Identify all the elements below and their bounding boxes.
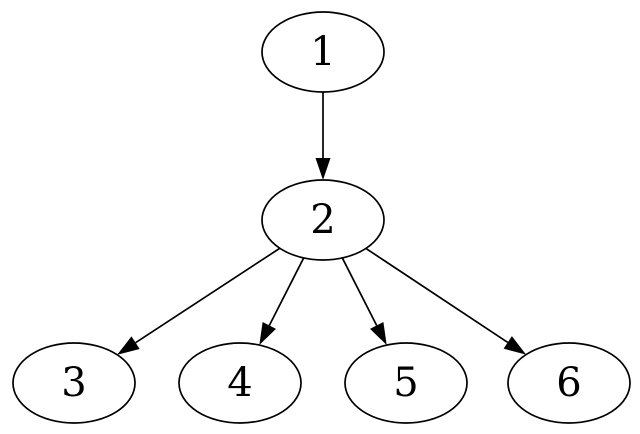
node-ellipse [12, 342, 136, 424]
node-label: 5 [393, 360, 418, 406]
edge-line [268, 257, 305, 326]
graph-node-6: 6 [507, 342, 631, 424]
node-label: 3 [61, 360, 86, 406]
node-ellipse [178, 342, 302, 424]
graph-node-5: 5 [344, 342, 468, 424]
graph-node-1: 1 [261, 11, 385, 93]
node-ellipse [507, 342, 631, 424]
node-label: 4 [227, 360, 252, 406]
edge-2-to-6 [365, 247, 527, 355]
edge-arrowhead-icon [370, 322, 387, 346]
edge-arrowhead-icon [259, 322, 276, 346]
edge-line [135, 247, 281, 344]
edge-line [365, 247, 509, 344]
node-label: 6 [556, 360, 581, 406]
edge-arrowhead-icon [503, 336, 527, 355]
edge-2-to-5 [341, 257, 387, 346]
edge-arrowhead-icon [117, 336, 140, 355]
edge-line [341, 257, 378, 326]
node-ellipse [344, 342, 468, 424]
graph-node-3: 3 [12, 342, 136, 424]
edge-arrowhead-icon [315, 158, 331, 180]
node-label: 2 [310, 197, 335, 243]
graph-node-2: 2 [261, 179, 385, 261]
edge-2-to-3 [117, 247, 281, 355]
edge-2-to-4 [259, 257, 305, 346]
edge-1-to-2 [315, 92, 331, 180]
graph-node-4: 4 [178, 342, 302, 424]
node-label: 1 [310, 29, 335, 75]
